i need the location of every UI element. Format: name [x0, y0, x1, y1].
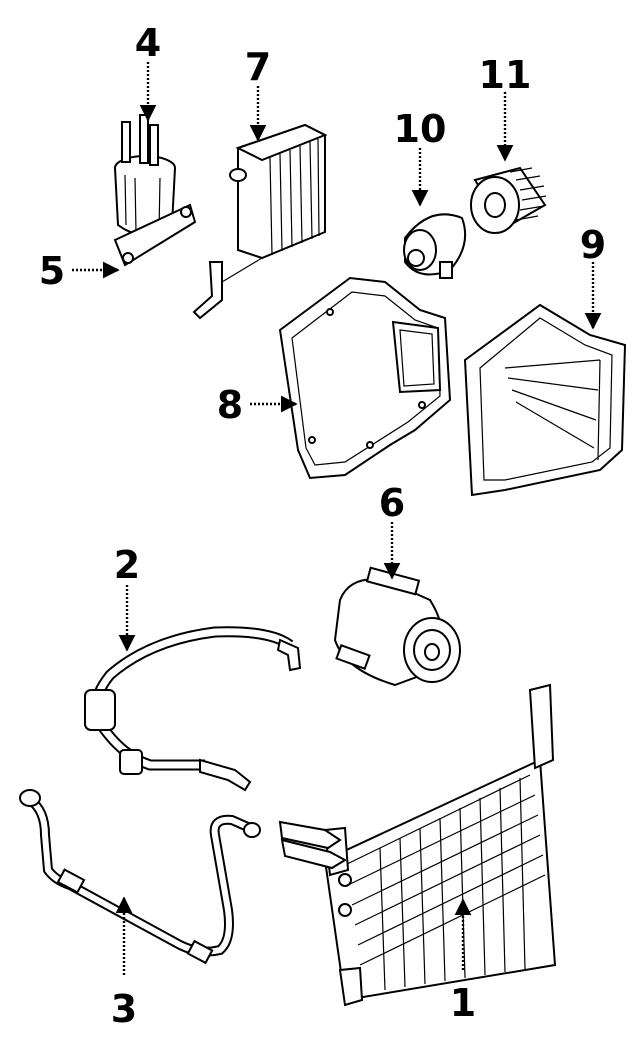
callout-6: 6: [379, 481, 405, 525]
callout-8: 8: [217, 383, 243, 427]
callout-11: 11: [479, 53, 532, 97]
callout-10: 10: [394, 107, 447, 151]
suction-hose-part: [84, 626, 302, 792]
condenser-part: [278, 683, 557, 1007]
blower-motor-part: [403, 213, 466, 279]
blower-wheel-part: [470, 166, 547, 234]
callout-4: 4: [135, 21, 161, 65]
callout-2: 2: [114, 543, 140, 587]
discharge-line-part: [19, 789, 261, 965]
callout-7: 7: [245, 45, 271, 89]
evaporator-core-part: [192, 123, 328, 320]
evaporator-cover-part: [463, 303, 627, 497]
compressor-part: [333, 566, 461, 687]
accumulator-drier-part: [113, 114, 197, 267]
callout-1: 1: [450, 981, 476, 1025]
callout-9: 9: [580, 223, 606, 267]
callout-5: 5: [39, 249, 65, 293]
callout-3: 3: [111, 987, 137, 1031]
evaporator-case-part: [278, 276, 452, 480]
